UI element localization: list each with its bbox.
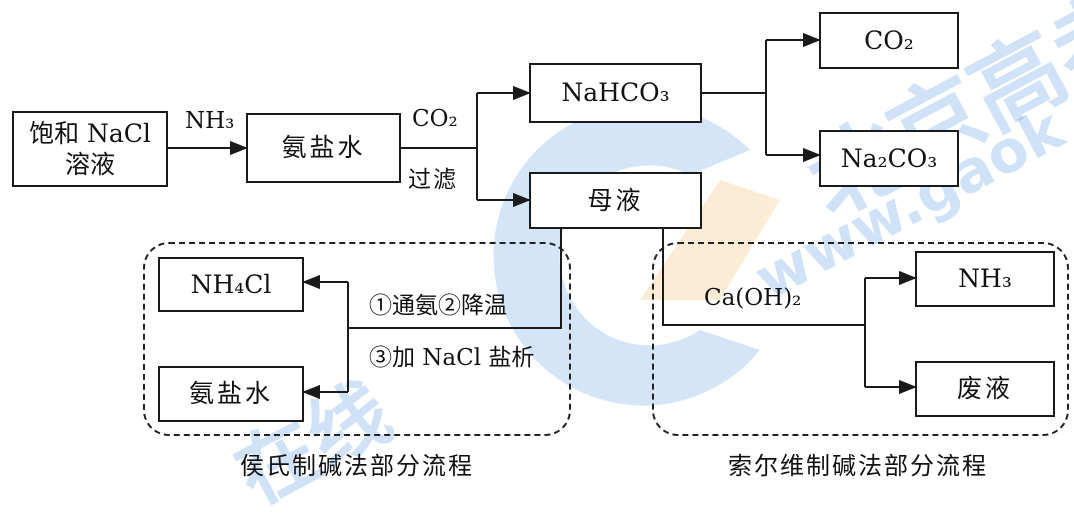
node-nahco3-label: NaHCO₃ — [561, 78, 670, 108]
node-co2-label: CO₂ — [864, 25, 914, 55]
edge-label-co2: CO₂ — [412, 106, 458, 132]
node-na2co3-label: Na₂CO₃ — [840, 143, 938, 173]
node-co2-product: CO₂ — [819, 12, 959, 69]
node-mother-liquor-label: 母液 — [587, 185, 644, 215]
edge-label-nh3: NH₃ — [185, 108, 235, 134]
node-saturated-nacl-solution: 饱和 NaCl 溶液 — [12, 111, 168, 187]
node-nahco3: NaHCO₃ — [529, 63, 702, 123]
caption-hou-process: 侯氏制碱法部分流程 — [240, 452, 474, 480]
hou-process-region — [143, 242, 571, 436]
edge-label-hou-steps-2: ③加 NaCl 盐析 — [369, 345, 535, 371]
node-ammoniated-brine-label: 氨盐水 — [281, 133, 366, 163]
line-mother-to-solvay — [662, 229, 865, 326]
edge-label-hou-steps-1: ①通氨②降温 — [369, 293, 507, 319]
caption-solvay-process: 索尔维制碱法部分流程 — [728, 452, 988, 480]
node-waste-liquid: 废液 — [915, 361, 1055, 417]
node-nh3-label: NH₃ — [958, 264, 1012, 294]
node-nh4cl: NH₄Cl — [158, 257, 304, 312]
edge-label-filter: 过滤 — [408, 167, 458, 193]
node-nh3-product: NH₃ — [915, 251, 1055, 307]
node-mother-liquor: 母液 — [529, 172, 702, 229]
node-saturated-nacl-line2: 溶液 — [64, 150, 115, 179]
node-na2co3-product: Na₂CO₃ — [819, 130, 959, 187]
line-mother-to-hou — [348, 229, 562, 329]
flow-connectors — [168, 32, 917, 400]
solvay-process-region — [652, 242, 1069, 436]
node-saturated-nacl-line1: 饱和 NaCl — [29, 118, 151, 148]
edge-label-lime: Ca(OH)₂ — [704, 285, 802, 311]
node-ammoniated-brine-2-label: 氨盐水 — [188, 379, 273, 409]
node-ammoniated-brine-recycle: 氨盐水 — [158, 366, 304, 422]
node-nh4cl-label: NH₄Cl — [190, 269, 272, 299]
node-ammoniated-brine: 氨盐水 — [246, 113, 401, 183]
node-waste-liquid-label: 废液 — [956, 374, 1013, 404]
